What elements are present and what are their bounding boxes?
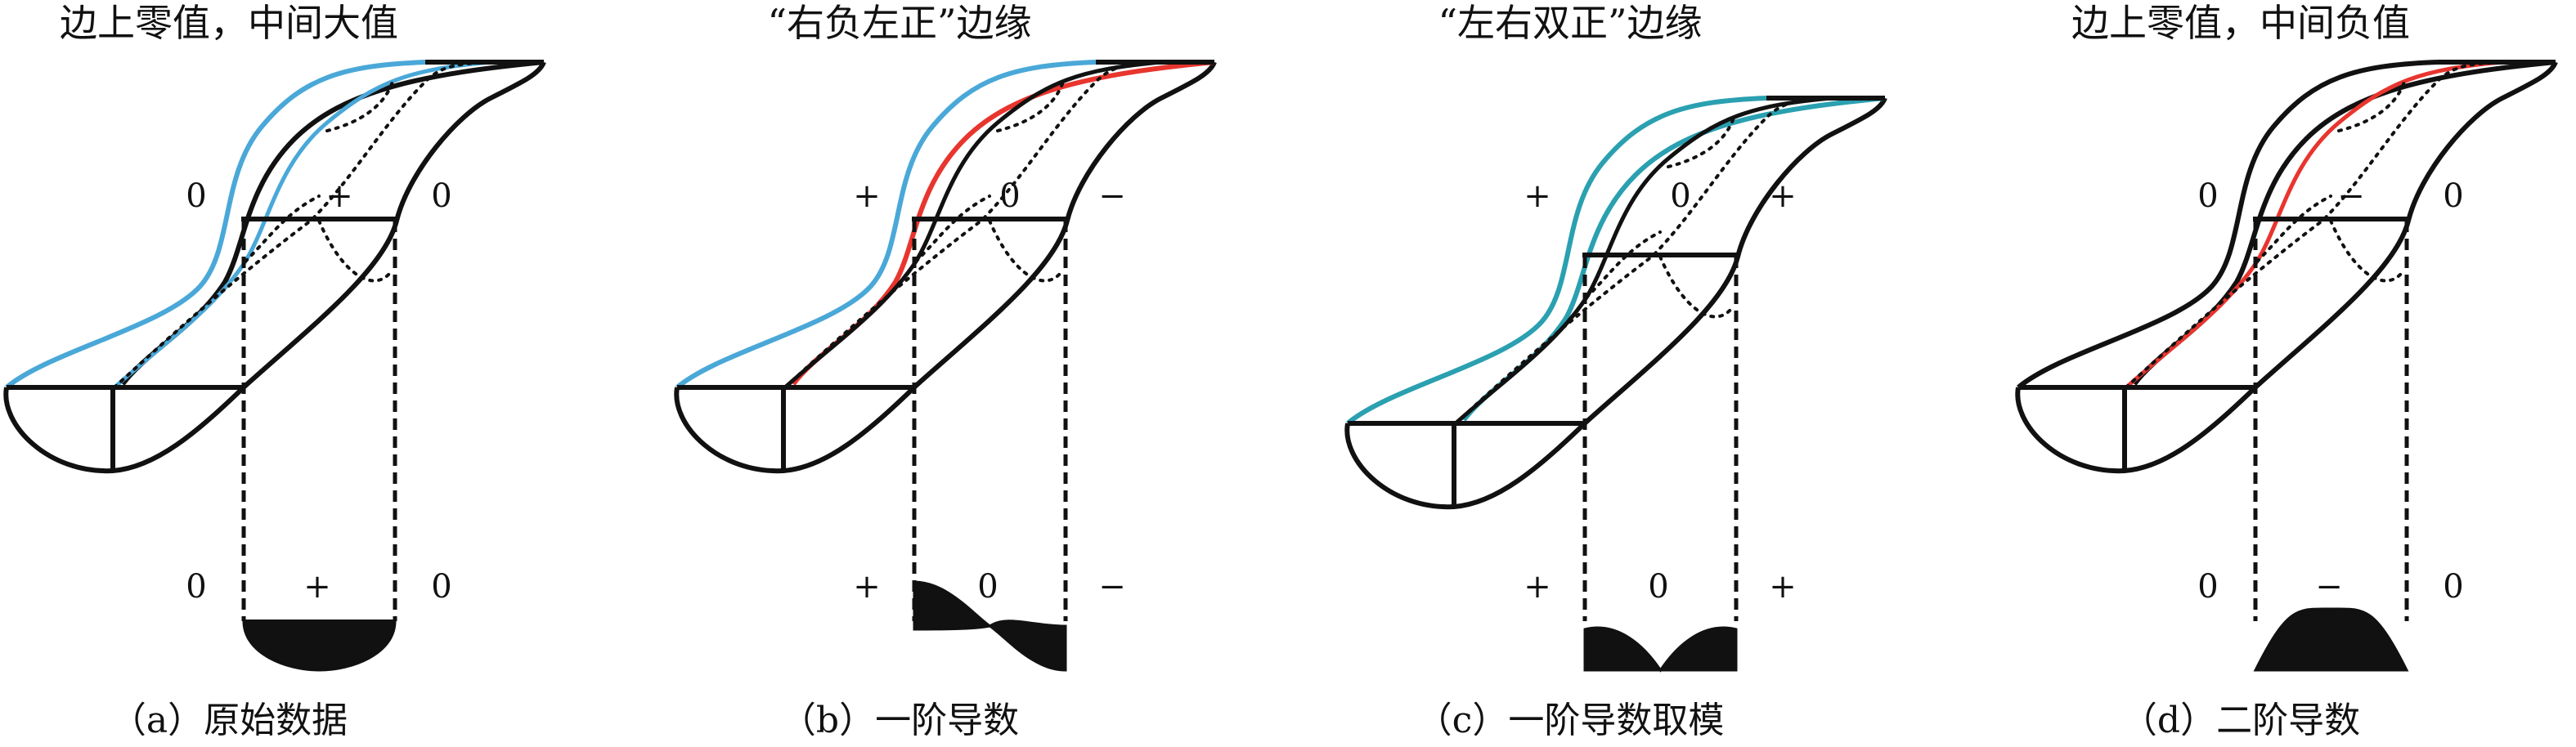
channel-outline [674, 60, 1217, 474]
dotted-contour-2 [1658, 255, 1735, 319]
channel-diagram [3, 60, 546, 672]
left-edge-line [675, 60, 1097, 390]
channel-shape [3, 60, 546, 621]
lower-sign-middle: 0 [1648, 568, 1669, 606]
right-edge-line [1461, 96, 1886, 422]
left-edge-line [1346, 96, 1767, 426]
dotted-contour-2 [317, 219, 394, 283]
upper-sign-right: − [1098, 177, 1126, 215]
dotted-contour-1 [914, 195, 991, 263]
upper-sign-right: 0 [2443, 177, 2464, 215]
upper-sign-middle: − [2337, 177, 2365, 215]
dotted-contour-0 [783, 60, 1163, 389]
channel-shape [2015, 60, 2558, 621]
dotted-contour-3 [325, 80, 394, 132]
lower-sign-left: 0 [2197, 568, 2219, 606]
right-edge-line [791, 60, 1215, 386]
channel-diagram [2015, 60, 2558, 672]
middle-line [113, 60, 491, 389]
channel-outline [3, 60, 546, 474]
channel-outline [2015, 60, 2558, 474]
channel-shape [1344, 96, 1887, 621]
left-edge-line [2017, 60, 2438, 390]
panel-title: 边上零值，中间负值 [2071, 1, 2410, 45]
upper-sign-right: 0 [431, 177, 452, 215]
panel-original-data: 边上零值，中间大值 0 + 0 0 + 0 （a）原始数据 [0, 0, 644, 747]
upper-sign-left: 0 [186, 177, 207, 215]
dotted-contour-2 [2329, 219, 2406, 283]
channel-diagram [1344, 96, 1887, 673]
upper-sign-left: + [853, 177, 881, 215]
upper-sign-right: + [1769, 177, 1797, 215]
channel-diagram [674, 60, 1217, 672]
panel-caption: （b）一阶导数 [779, 700, 1020, 741]
panel-title: “左右双正”边缘 [1438, 1, 1703, 45]
panel-caption: （a）原始数据 [110, 700, 348, 741]
panel-title: 边上零值，中间大值 [60, 1, 398, 45]
lower-sign-left: + [853, 568, 881, 606]
lower-sign-left: + [1524, 568, 1551, 606]
lower-sign-middle: − [2315, 568, 2343, 606]
middle-line [783, 60, 1162, 389]
upper-sign-middle: 0 [999, 177, 1021, 215]
lower-sign-right: 0 [431, 568, 452, 606]
panel-second-derivative: 边上零值，中间负值 0 − 0 0 − 0 （d）二阶导数 [2012, 0, 2576, 747]
upper-sign-middle: 0 [1670, 177, 1691, 215]
lower-sign-right: + [1769, 568, 1797, 606]
channel-outline [1344, 96, 1887, 510]
panel-caption: （d）二阶导数 [2120, 700, 2361, 741]
left-edge-line [5, 60, 426, 390]
middle-line [2125, 60, 2503, 389]
upper-sign-middle: + [325, 177, 353, 215]
dotted-contour-2 [988, 219, 1065, 283]
dotted-contour-3 [996, 80, 1065, 132]
dotted-contour-1 [2255, 195, 2332, 263]
derivative-profile [913, 580, 1067, 672]
channel-shape [674, 60, 1217, 621]
dotted-contour-0 [2125, 60, 2504, 389]
derivative-profile [2253, 607, 2409, 672]
panel-title: “右负左正”边缘 [767, 1, 1032, 45]
right-edge-line [2132, 60, 2556, 386]
lower-sign-right: − [1098, 568, 1126, 606]
derivative-profile [242, 620, 397, 672]
panel-first-derivative: “右负左正”边缘 + 0 − + 0 − （b）一阶导数 [671, 0, 1314, 747]
panel-first-derivative-magnitude: “左右双正”边缘 + 0 + + 0 + （c）一阶导数取模 [1341, 0, 1985, 747]
lower-sign-middle: + [303, 568, 331, 606]
right-edge-line [120, 60, 545, 386]
dotted-contour-0 [113, 60, 492, 389]
upper-sign-left: + [1524, 177, 1551, 215]
middle-line [1454, 96, 1833, 425]
upper-sign-left: 0 [2197, 177, 2219, 215]
lower-sign-right: 0 [2443, 568, 2464, 606]
dotted-contour-1 [1585, 230, 1662, 299]
dotted-contour-3 [2337, 80, 2406, 132]
dotted-contour-1 [244, 195, 321, 263]
panel-caption: （c）一阶导数取模 [1416, 700, 1725, 741]
dotted-contour-3 [1667, 116, 1735, 168]
lower-sign-left: 0 [186, 568, 207, 606]
lower-sign-middle: 0 [977, 568, 999, 606]
dotted-contour-0 [1454, 96, 1833, 425]
derivative-profile [1583, 626, 1738, 673]
